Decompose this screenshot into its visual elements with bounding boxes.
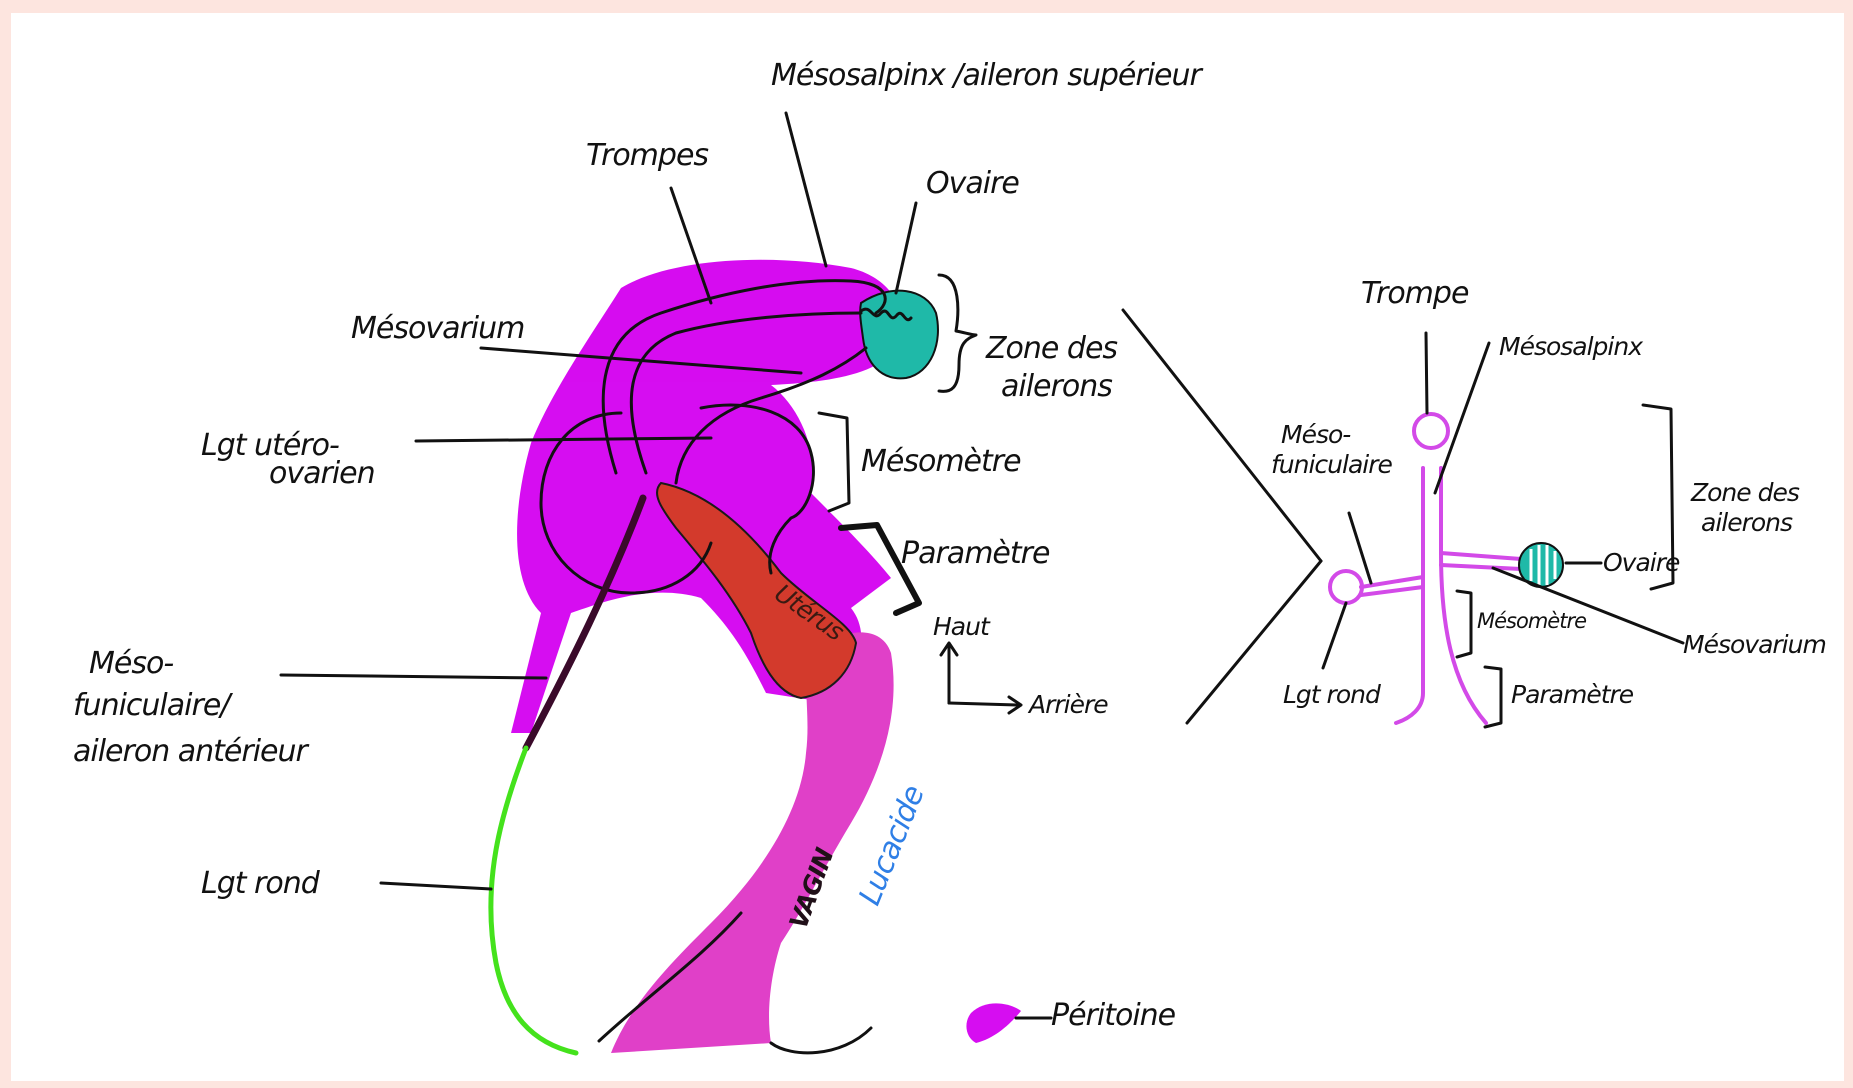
label-trompes: Trompes	[586, 138, 708, 173]
schema-parametre-bracket	[1485, 667, 1501, 727]
schema-label-meso-funiculaire-2: funiculaire	[1271, 450, 1393, 479]
meso-funiculaire-leader	[281, 675, 546, 678]
label-mesometre: Mésomètre	[861, 444, 1021, 479]
schema-label-mesometre: Mésomètre	[1477, 609, 1586, 633]
schema-lgt-rond-leader	[1323, 603, 1346, 668]
vagin-bottom-curve	[771, 1028, 871, 1053]
label-peritoine: Péritoine	[1051, 998, 1176, 1033]
label-lucacide: Lucacide	[852, 781, 931, 910]
schema-label-mesovarium: Mésovarium	[1683, 630, 1826, 659]
schema-label-trompe: Trompe	[1361, 276, 1469, 311]
schema-label-parametre: Paramètre	[1511, 680, 1634, 709]
lgt-rond-leader	[381, 883, 491, 889]
schema-trompe-leader	[1426, 333, 1427, 413]
label-mesosalpinx: Mésosalpinx /aileron supérieur	[771, 58, 1203, 93]
mesosalpinx-leader	[786, 113, 826, 266]
peritoine-swatch-icon	[966, 1003, 1021, 1043]
schema-label-mesosalpinx: Mésosalpinx	[1499, 332, 1643, 361]
schema-label-lgt-rond: Lgt rond	[1283, 680, 1381, 709]
schema-lgt-rond-circle	[1330, 571, 1362, 603]
label-mesovarium: Mésovarium	[351, 311, 524, 346]
label-lgt-rond: Lgt rond	[201, 866, 321, 901]
orientation-arrows-icon	[941, 643, 1021, 713]
schema-label-zone-ailerons-1: Zone des	[1690, 478, 1800, 507]
schema-horizontal-right	[1441, 553, 1521, 569]
mesometre-bracket	[819, 413, 849, 511]
label-parametre: Paramètre	[901, 536, 1050, 571]
broad-ligament-diagram: Mésosalpinx /aileron supérieur Trompes O…	[11, 13, 1844, 1081]
schema-label-ovaire: Ovaire	[1603, 548, 1680, 577]
label-zone-ailerons-2: ailerons	[1001, 369, 1112, 404]
label-meso-funiculaire-2: funiculaire/	[73, 688, 233, 723]
label-meso-funiculaire-1: Méso-	[89, 646, 173, 681]
schema-trompe-circle	[1414, 414, 1448, 448]
schema-mesometre-bracket	[1457, 591, 1471, 657]
schema-label-zone-ailerons-2: ailerons	[1701, 508, 1793, 537]
label-zone-ailerons-1: Zone des	[985, 331, 1117, 366]
label-ovaire: Ovaire	[926, 166, 1019, 201]
label-meso-funiculaire-3: aileron antérieur	[73, 734, 310, 769]
label-lgt-utero-ovarien-2: ovarien	[269, 456, 375, 491]
label-arriere: Arrière	[1027, 690, 1108, 719]
vagin-shape	[611, 632, 894, 1053]
lgt-rond-shape	[491, 748, 576, 1053]
schema-vertical-left	[1396, 543, 1423, 723]
zone-ailerons-bracket	[939, 275, 976, 391]
label-haut: Haut	[933, 612, 991, 641]
schema-label-meso-funiculaire-1: Méso-	[1281, 420, 1351, 449]
schema-vertical-right	[1441, 468, 1486, 723]
diagram-card: Mésosalpinx /aileron supérieur Trompes O…	[11, 13, 1844, 1081]
ovaire-leader	[896, 203, 916, 293]
